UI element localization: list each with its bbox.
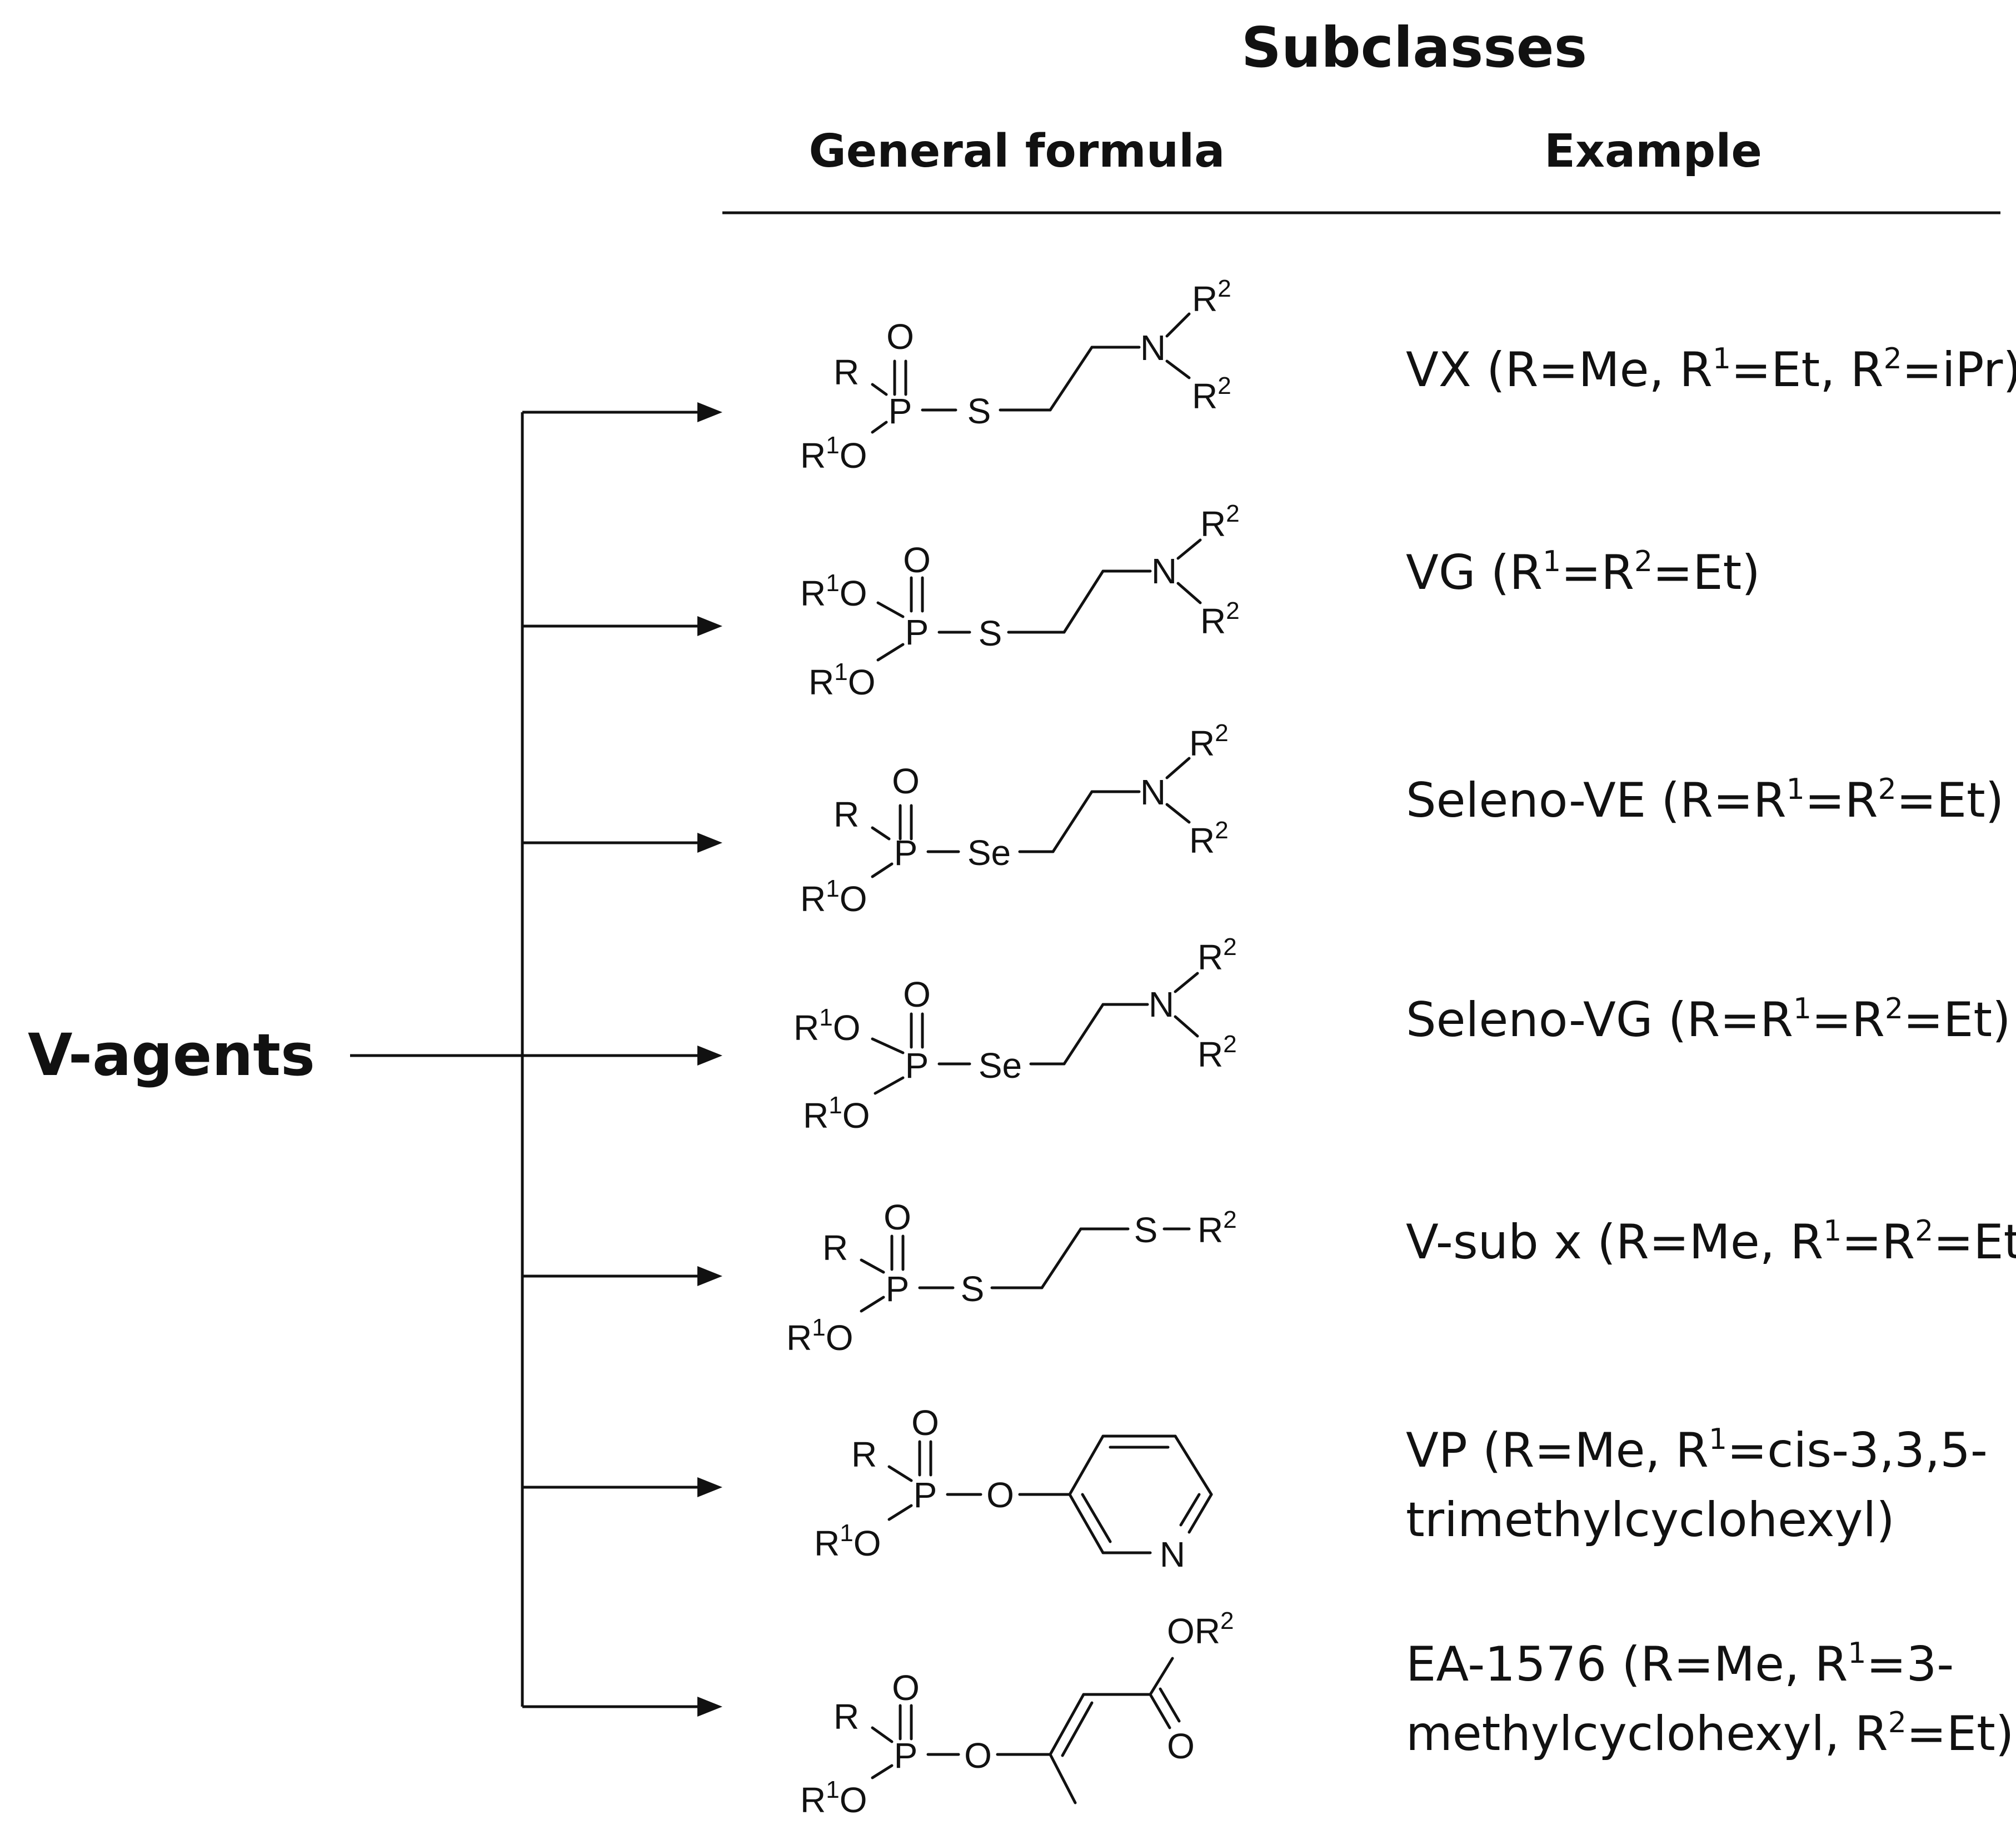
general-formula-header: General formula — [809, 125, 1225, 178]
svg-text:R1O: R1O — [800, 1776, 867, 1820]
example-ea-1576-line1: EA-1576 (R=Me, R1=3- — [1406, 1637, 1954, 1692]
svg-text:S: S — [961, 1269, 985, 1309]
svg-text:R1O: R1O — [786, 1314, 853, 1358]
group-r2-bottom: R2 — [1192, 372, 1231, 416]
svg-text:P: P — [905, 1046, 929, 1086]
example-ea-1576-line2: methylcyclohexyl, R2=Et) — [1406, 1706, 2014, 1762]
structure-vg: O R1O P S R1O N R2 R2 — [800, 500, 1240, 702]
svg-text:N: N — [1149, 984, 1174, 1024]
group-r1o: R1O — [800, 432, 867, 476]
atom-s: S — [967, 391, 991, 431]
svg-text:R2: R2 — [1197, 933, 1237, 977]
structure-seleno-ve: O R P Se R1O N R2 R2 — [800, 719, 1229, 919]
svg-text:P: P — [886, 1269, 910, 1309]
example-vx: VX (R=Me, R1=Et, R2=iPr) — [1406, 342, 2016, 398]
svg-text:R1O: R1O — [814, 1519, 881, 1563]
svg-text:O: O — [903, 540, 931, 580]
atom-o: O — [886, 317, 914, 357]
svg-text:O: O — [884, 1197, 911, 1237]
branch-arrow-vg — [522, 616, 722, 636]
example-vg: VG (R1=R2=Et) — [1406, 545, 1760, 601]
svg-text:O: O — [892, 761, 920, 801]
svg-text:R2: R2 — [1197, 1031, 1237, 1074]
svg-text:S: S — [1134, 1210, 1158, 1250]
svg-text:R1O: R1O — [794, 1004, 860, 1048]
branch-arrow-seleno-ve — [522, 833, 722, 853]
atom-se: Se — [967, 833, 1011, 873]
svg-text:R2: R2 — [1189, 719, 1229, 763]
example-seleno-vg: Seleno-VG (R=R1=R2=Et) — [1406, 992, 2011, 1048]
group-or2: OR2 — [1167, 1607, 1234, 1651]
branch-arrow-vp — [522, 1477, 722, 1497]
svg-text:R1O: R1O — [800, 875, 867, 919]
svg-text:R: R — [834, 794, 859, 834]
svg-text:R: R — [851, 1434, 877, 1474]
branch-arrow-vx — [522, 402, 722, 422]
svg-text:N: N — [1160, 1534, 1185, 1574]
branch-arrow-ea-1576 — [522, 1697, 722, 1717]
group-r1o-bottom: R1O — [809, 658, 875, 702]
group-r2-top: R2 — [1192, 275, 1231, 319]
atom-p: P — [889, 391, 912, 431]
structure-ea-1576: O R P O R1O OR2 O — [800, 1607, 1234, 1820]
svg-text:O: O — [892, 1668, 920, 1708]
example-v-sub-x: V-sub x (R=Me, R1=R2=Et) — [1406, 1214, 2016, 1270]
structure-seleno-vg: O R1O P Se R1O N R2 R2 — [794, 933, 1237, 1136]
svg-text:R2: R2 — [1197, 1206, 1237, 1250]
svg-text:O: O — [903, 974, 931, 1014]
atom-r: R — [834, 352, 859, 392]
svg-text:P: P — [914, 1475, 937, 1515]
svg-text:P: P — [905, 612, 929, 652]
svg-text:Se: Se — [979, 1046, 1022, 1086]
structure-vp: O R P O R1O N — [814, 1403, 1213, 1574]
svg-text:O: O — [911, 1403, 939, 1443]
svg-text:R1O: R1O — [803, 1092, 870, 1136]
connector-tree — [350, 402, 722, 1717]
subclasses-title: Subclasses — [1241, 15, 1587, 80]
branch-arrow-seleno-vg — [697, 1046, 722, 1066]
svg-text:R: R — [834, 1697, 859, 1737]
svg-text:R2: R2 — [1189, 817, 1229, 861]
example-seleno-ve: Seleno-VE (R=R1=R2=Et) — [1406, 773, 2004, 828]
svg-text:R: R — [822, 1228, 848, 1268]
svg-text:R2: R2 — [1200, 597, 1240, 641]
svg-text:P: P — [894, 833, 918, 873]
example-vp-line1: VP (R=Me, R1=cis-3,3,5- — [1406, 1423, 1988, 1478]
svg-text:N: N — [1140, 772, 1166, 812]
branch-arrow-v-sub-x — [522, 1266, 722, 1286]
svg-text:O: O — [986, 1475, 1014, 1515]
structure-vx: O R P S R1O N R2 R2 — [800, 275, 1231, 476]
svg-text:N: N — [1151, 551, 1177, 591]
group-r1o-top: R1O — [800, 569, 867, 613]
svg-text:P: P — [894, 1736, 918, 1776]
svg-text:R2: R2 — [1200, 500, 1240, 544]
example-vp-line2: trimethylcyclohexyl) — [1406, 1492, 1895, 1548]
atom-n: N — [1140, 328, 1166, 368]
example-header: Example — [1544, 125, 1762, 178]
v-agents-label: V-agents — [28, 1021, 315, 1089]
structure-v-sub-x: O R P S R1O S R2 — [786, 1197, 1237, 1358]
svg-text:S: S — [979, 613, 1002, 653]
svg-text:O: O — [1167, 1726, 1195, 1766]
svg-text:O: O — [964, 1736, 992, 1776]
